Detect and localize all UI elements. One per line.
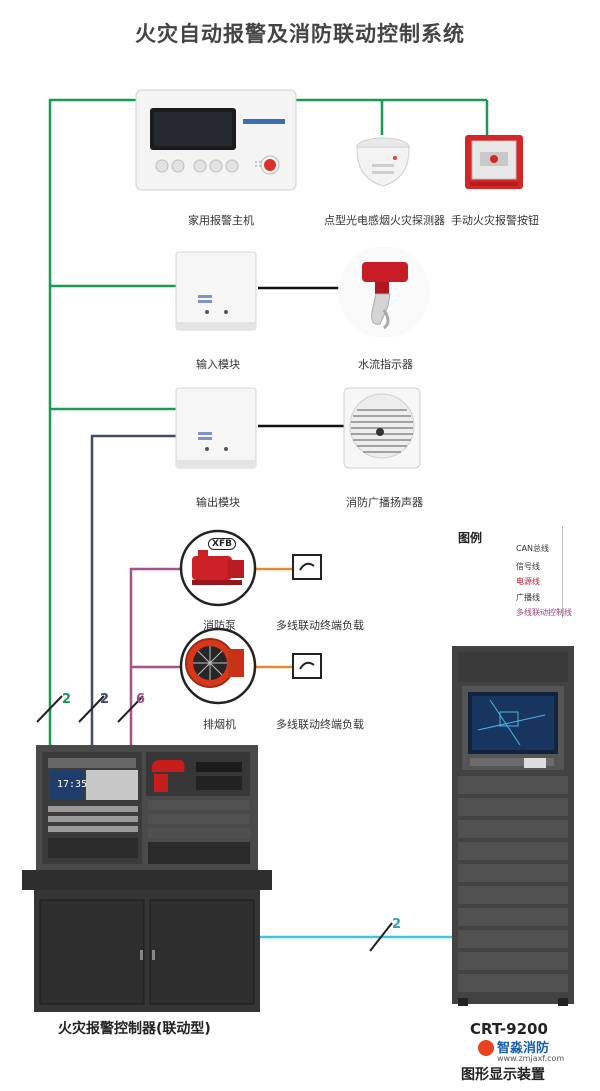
host-panel-device [135,89,297,191]
smoke-detector-caption: 点型光电感烟火灾探测器 [324,214,445,227]
fire-pump-caption: 消防泵 [203,619,236,632]
legend-title: 图例 [458,531,483,545]
load-box-1 [292,554,322,580]
speaker-caption: 消防广播扬声器 [346,496,423,509]
crt-model-caption: CRT-9200 [470,1020,548,1038]
host-panel-caption: 家用报警主机 [188,214,254,227]
legend-item-signal: 信号线 [516,562,540,571]
smoke-fan-device [179,627,257,705]
xfb-tag: XFB [208,538,236,550]
water-flow-indicator-device [338,246,430,338]
speaker-device [343,387,421,469]
manual-alarm-button-device [465,135,523,189]
load-caption-1: 多线联动终端负载 [276,619,364,632]
load-caption-2: 多线联动终端负载 [276,718,364,731]
smoke-detector-device [356,137,410,187]
input-module-caption: 输入模块 [196,358,240,371]
controller-caption: 火灾报警控制器(联动型) [58,1021,211,1037]
navy-wire-count: 2 [100,692,110,707]
watermark-url: www.zmjaxf.com [497,1054,565,1063]
output-module-caption: 输出模块 [196,496,240,509]
manual-button-caption: 手动火灾报警按钮 [451,214,539,227]
green-wire-count: 2 [62,692,72,707]
legend-item-can: CAN总线 [516,544,550,553]
broadcast-line [90,434,176,745]
legend-item-multiline: 多线联动控制线 [516,608,572,617]
output-module-device [175,387,257,469]
crt-cabinet-device [452,646,574,1006]
legend-item-power: 电源线 [516,577,540,586]
crt-caption: 图形显示装置 [461,1067,545,1083]
watermark-name: 智淼消防 [497,1041,550,1056]
multiline-control-lines [129,567,182,745]
load-box-2 [292,653,322,679]
smoke-fan-caption: 排烟机 [203,718,236,731]
controller-clock: 17:35 [57,779,88,790]
legend-box [452,526,563,618]
fire-alarm-controller-device [22,745,272,1012]
input-module-device [175,251,257,331]
fire-pump-device [179,529,257,607]
purple-wire-count: 6 [136,692,146,707]
watermark-logo-icon [478,1040,494,1056]
page-title: 火灾自动报警及消防联动控制系统 [135,22,465,46]
signal-lines [48,98,489,745]
legend-item-broadcast: 广播线 [516,593,540,602]
can-wire-count: 2 [392,917,402,932]
water-flow-caption: 水流指示器 [358,358,413,371]
